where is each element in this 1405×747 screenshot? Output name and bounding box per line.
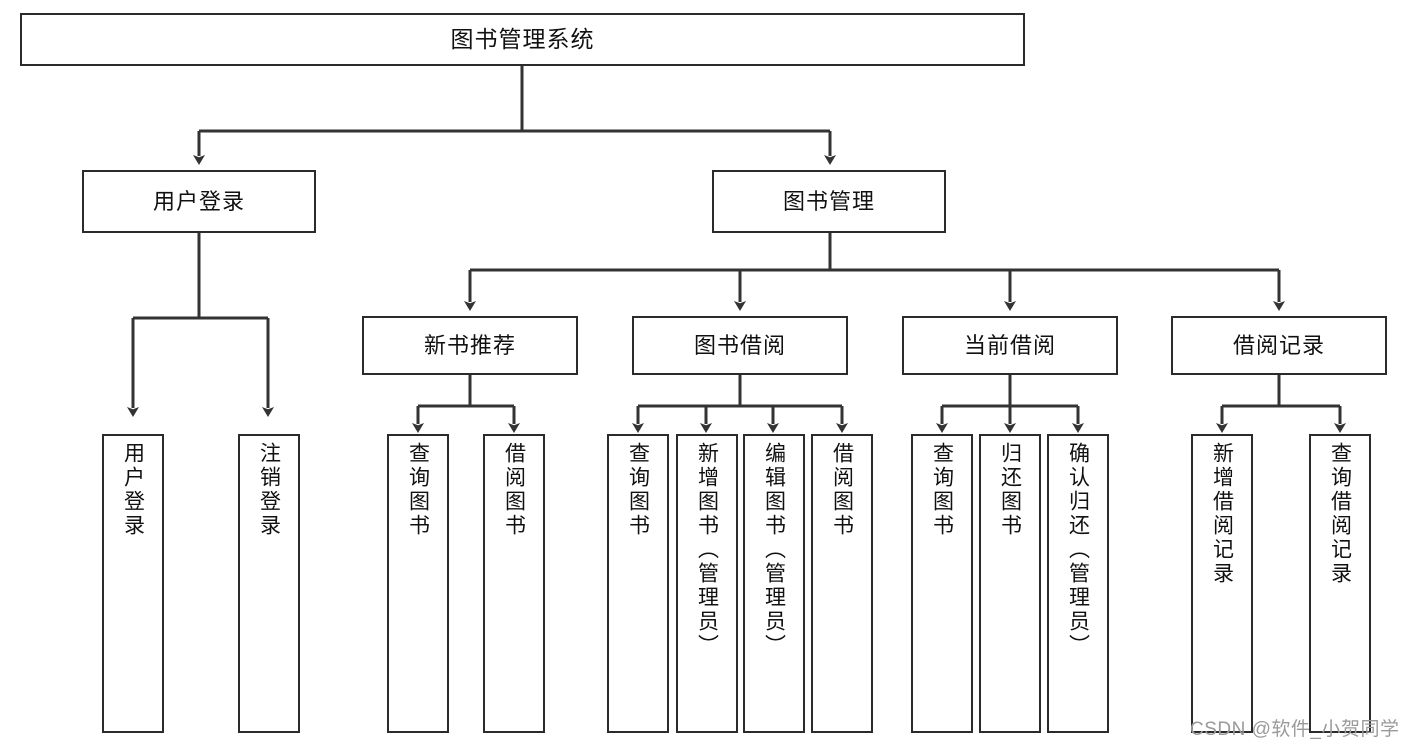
node-leaf-user-login[interactable]: 用户登录 [102,434,164,733]
node-leaf-add-book[interactable]: 新增图书（管理员） [676,434,738,733]
node-leaf-edit-book[interactable]: 编辑图书（管理员） [743,434,805,733]
node-leaf-query-book-3-label: 查询图书 [930,442,954,538]
node-leaf-confirm-return-label: 确认归还（管理员） [1066,442,1090,658]
node-leaf-return-book[interactable]: 归还图书 [979,434,1041,733]
node-new-book-recommend-label: 新书推荐 [423,332,516,358]
node-leaf-borrow-book-1[interactable]: 借阅图书 [483,434,545,733]
node-leaf-edit-book-label: 编辑图书（管理员） [762,442,786,658]
node-leaf-add-record[interactable]: 新增借阅记录 [1191,434,1253,733]
node-leaf-query-record-label: 查询借阅记录 [1328,442,1352,586]
node-user-login[interactable]: 用户登录 [82,170,316,233]
node-book-borrow-label: 图书借阅 [693,332,786,358]
node-leaf-query-book-3[interactable]: 查询图书 [911,434,973,733]
node-current-borrow-label: 当前借阅 [963,332,1056,358]
node-leaf-add-record-label: 新增借阅记录 [1210,442,1234,586]
node-leaf-borrow-book-1-label: 借阅图书 [502,442,526,538]
node-leaf-query-record[interactable]: 查询借阅记录 [1309,434,1371,733]
node-borrow-record[interactable]: 借阅记录 [1171,316,1387,375]
node-leaf-confirm-return[interactable]: 确认归还（管理员） [1047,434,1109,733]
csdn-watermark: CSDN @软件_小贺同学 [1190,719,1400,740]
node-leaf-user-login-label: 用户登录 [121,442,145,538]
node-leaf-query-book-2-label: 查询图书 [626,442,650,538]
node-leaf-add-book-label: 新增图书（管理员） [695,442,719,658]
node-book-manage[interactable]: 图书管理 [712,170,946,233]
node-current-borrow[interactable]: 当前借阅 [902,316,1118,375]
node-leaf-logout-login-label: 注销登录 [257,442,281,538]
node-book-manage-label: 图书管理 [782,188,875,214]
node-book-borrow[interactable]: 图书借阅 [632,316,848,375]
node-leaf-borrow-book-2-label: 借阅图书 [830,442,854,538]
node-leaf-return-book-label: 归还图书 [998,442,1022,538]
node-root[interactable]: 图书管理系统 [20,13,1025,66]
node-leaf-logout-login[interactable]: 注销登录 [238,434,300,733]
node-user-login-label: 用户登录 [152,188,245,214]
node-new-book-recommend[interactable]: 新书推荐 [362,316,578,375]
node-leaf-query-book-2[interactable]: 查询图书 [607,434,669,733]
node-leaf-query-book-1-label: 查询图书 [406,442,430,538]
node-borrow-record-label: 借阅记录 [1232,332,1325,358]
node-leaf-borrow-book-2[interactable]: 借阅图书 [811,434,873,733]
node-root-label: 图书管理系统 [450,26,595,53]
node-leaf-query-book-1[interactable]: 查询图书 [387,434,449,733]
